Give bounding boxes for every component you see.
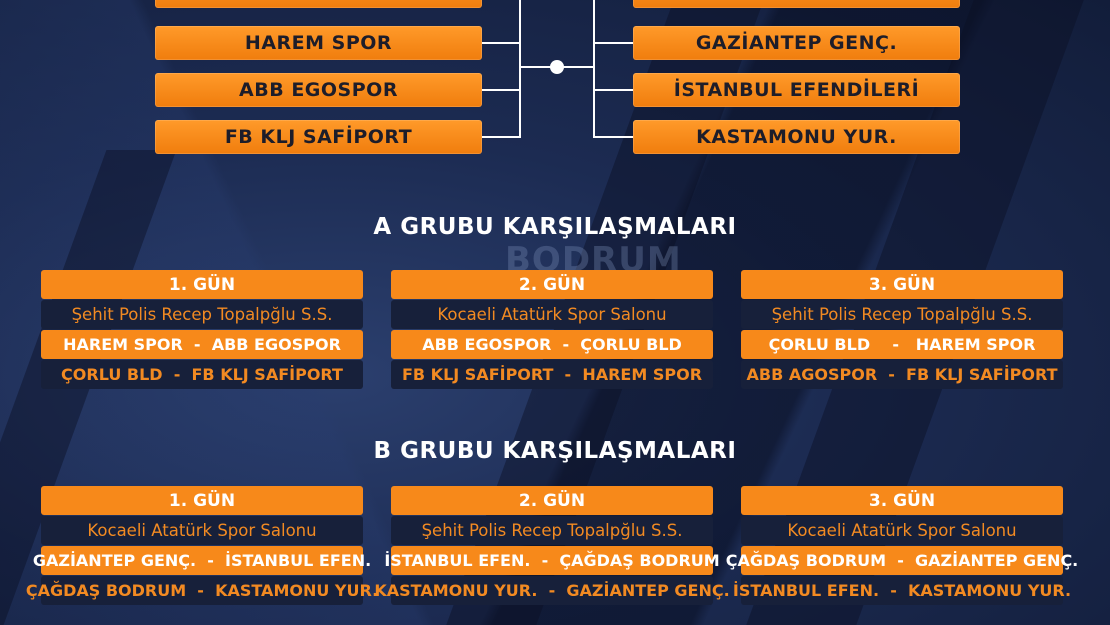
group-b-day-2: 2. GÜN Şehit Polis Recep Topalpğlu S.S. … bbox=[374, 486, 730, 606]
match: HAREM SPOR - ABB EGOSPOR bbox=[41, 330, 363, 359]
match: İSTANBUL EFEN. - ÇAĞDAŞ BODRUM bbox=[384, 546, 720, 575]
group-a-day-3: 3. GÜN Şehit Polis Recep Topalpğlu S.S. … bbox=[741, 270, 1063, 390]
venue: Kocaeli Atatürk Spor Salonu bbox=[41, 516, 363, 545]
group-b-day-3: 3. GÜN Kocaeli Atatürk Spor Salonu ÇAĞDA… bbox=[726, 486, 1078, 606]
bracket-team-right-1 bbox=[633, 0, 960, 8]
bracket-line bbox=[482, 89, 520, 91]
match: ÇAĞDAŞ BODRUM - KASTAMONU YUR. bbox=[26, 576, 378, 605]
group-a-day-2: 2. GÜN Kocaeli Atatürk Spor Salonu ABB E… bbox=[391, 270, 713, 390]
group-a-day-1: 1. GÜN Şehit Polis Recep Topalpğlu S.S. … bbox=[41, 270, 363, 390]
venue: Şehit Polis Recep Topalpğlu S.S. bbox=[741, 300, 1063, 329]
bracket-line bbox=[593, 0, 595, 138]
bracket-team-right-2: GAZİANTEP GENÇ. bbox=[633, 26, 960, 60]
venue: Kocaeli Atatürk Spor Salonu bbox=[391, 300, 713, 329]
day-label: 3. GÜN bbox=[741, 270, 1063, 299]
day-label: 3. GÜN bbox=[741, 486, 1063, 515]
bracket-team-left-1 bbox=[155, 0, 482, 8]
bracket-line bbox=[519, 0, 521, 138]
bracket-line bbox=[593, 89, 633, 91]
day-label: 2. GÜN bbox=[391, 270, 713, 299]
venue: Şehit Polis Recep Topalpğlu S.S. bbox=[41, 300, 363, 329]
bracket-line bbox=[482, 136, 520, 138]
bracket-team-right-3: İSTANBUL EFENDİLERİ bbox=[633, 73, 960, 107]
day-label: 1. GÜN bbox=[41, 270, 363, 299]
match: GAZİANTEP GENÇ. - İSTANBUL EFEN. bbox=[33, 546, 371, 575]
bracket-team-left-3: ABB EGOSPOR bbox=[155, 73, 482, 107]
bracket-line bbox=[593, 42, 633, 44]
bracket-team-left-4: FB KLJ SAFİPORT bbox=[155, 120, 482, 154]
group-a-title: A GRUBU KARŞILAŞMALARI bbox=[373, 214, 737, 240]
day-label: 1. GÜN bbox=[41, 486, 363, 515]
bracket-line bbox=[593, 136, 633, 138]
bracket-team-left-2: HAREM SPOR bbox=[155, 26, 482, 60]
match: KASTAMONU YUR. - GAZİANTEP GENÇ. bbox=[374, 576, 730, 605]
bracket-line bbox=[482, 42, 520, 44]
day-label: 2. GÜN bbox=[391, 486, 713, 515]
group-b-title: B GRUBU KARŞILAŞMALARI bbox=[373, 438, 737, 464]
venue: Şehit Polis Recep Topalpğlu S.S. bbox=[391, 516, 713, 545]
match: ÇORLU BLD - HAREM SPOR bbox=[741, 330, 1063, 359]
group-b-day-1: 1. GÜN Kocaeli Atatürk Spor Salonu GAZİA… bbox=[26, 486, 378, 606]
match: ABB AGOSPOR - FB KLJ SAFİPORT bbox=[741, 360, 1063, 389]
bracket-center-dot bbox=[550, 60, 564, 74]
bracket-team-right-4: KASTAMONU YUR. bbox=[633, 120, 960, 154]
match: İSTANBUL EFEN. - KASTAMONU YUR. bbox=[733, 576, 1071, 605]
match: ÇORLU BLD - FB KLJ SAFİPORT bbox=[41, 360, 363, 389]
match: FB KLJ SAFİPORT - HAREM SPOR bbox=[391, 360, 713, 389]
match: ABB EGOSPOR - ÇORLU BLD bbox=[391, 330, 713, 359]
match: ÇAĞDAŞ BODRUM - GAZİANTEP GENÇ. bbox=[726, 546, 1078, 575]
venue: Kocaeli Atatürk Spor Salonu bbox=[741, 516, 1063, 545]
